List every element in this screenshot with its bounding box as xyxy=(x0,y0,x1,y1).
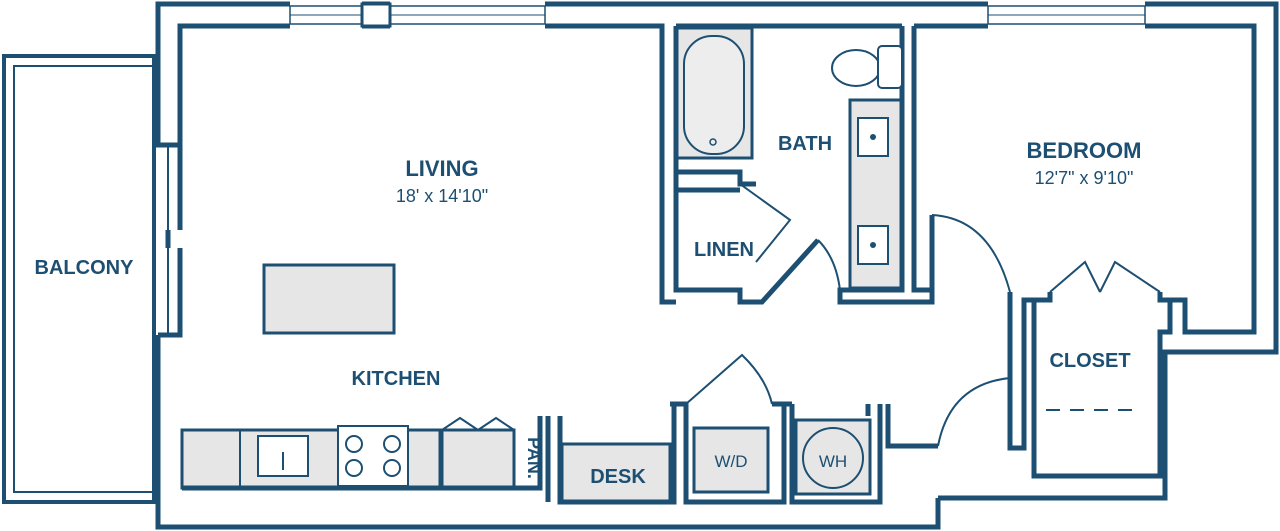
kitchen-island xyxy=(262,263,396,335)
pantry-label: PAN. xyxy=(524,437,544,479)
cooktop xyxy=(337,425,409,487)
water-heater-label: WH xyxy=(819,452,847,471)
linen-label: LINEN xyxy=(694,239,754,261)
bedroom-door-swing xyxy=(931,214,1011,293)
bath-door-swing xyxy=(817,239,841,291)
tub-drain xyxy=(709,138,717,146)
kitchen-label: KITCHEN xyxy=(352,368,441,390)
living-dimensions: 18' x 14'10" xyxy=(396,186,488,206)
toilet-bowl xyxy=(831,49,881,87)
window-post xyxy=(360,2,392,28)
entry-door-swing xyxy=(937,377,1011,447)
bath-label: BATH xyxy=(778,133,832,155)
washer-dryer-label: W/D xyxy=(714,452,747,471)
burner-2 xyxy=(383,435,401,453)
room-labels: BALCONY LIVING 18' x 14'10" KITCHEN BATH… xyxy=(35,133,1142,488)
details xyxy=(2,2,1161,504)
pantry-cabinet xyxy=(440,428,516,490)
desk-label: DESK xyxy=(590,466,646,488)
pantry-door-swing xyxy=(441,416,515,432)
burner-4 xyxy=(383,459,401,477)
balcony-inner xyxy=(13,65,155,493)
balcony-label: BALCONY xyxy=(35,257,135,279)
linen-door-swing xyxy=(739,183,792,263)
bedroom-label: BEDROOM xyxy=(1027,138,1142,163)
burner-1 xyxy=(345,435,363,453)
balcony-outline xyxy=(2,54,156,504)
living-label: LIVING xyxy=(405,156,478,181)
burner-3 xyxy=(345,459,363,477)
washer-dryer-unit xyxy=(692,426,770,494)
wd-door-swing xyxy=(685,353,773,405)
bathtub-basin xyxy=(683,35,745,155)
toilet-tank xyxy=(877,45,903,89)
water-heater-tank xyxy=(802,427,864,489)
closet-label: CLOSET xyxy=(1049,350,1130,372)
closet-door-swing xyxy=(1049,260,1161,293)
bedroom-dimensions: 12'7" x 9'10" xyxy=(1035,168,1134,188)
